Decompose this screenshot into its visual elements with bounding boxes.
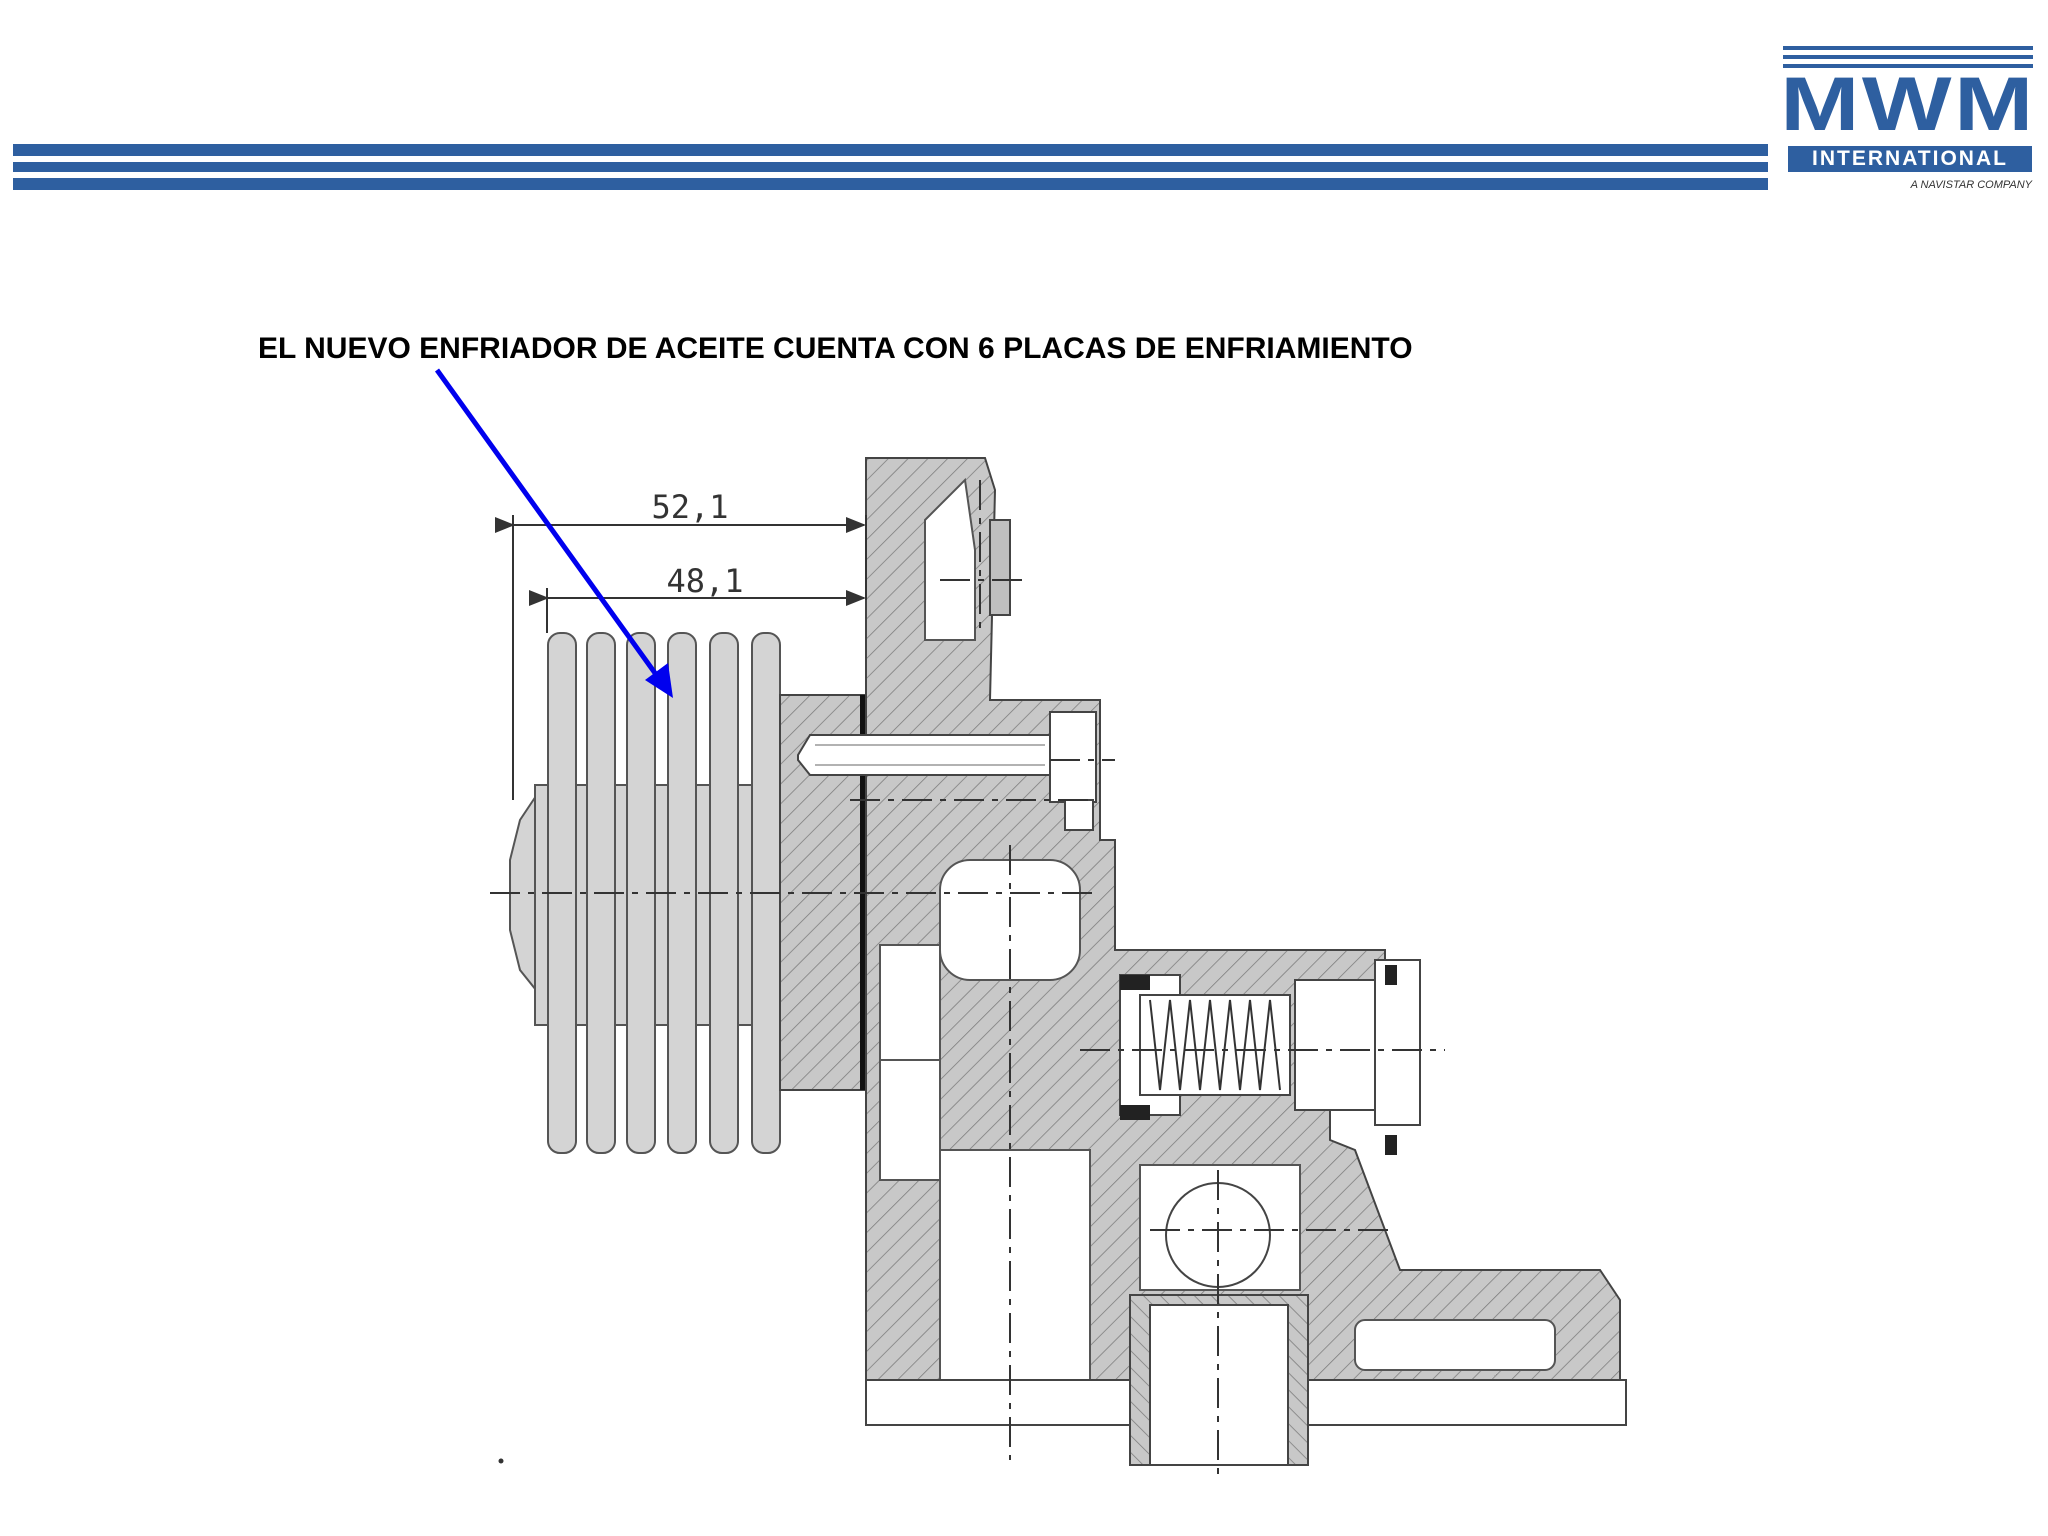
header-stripes xyxy=(13,144,1768,192)
logo-brand: MWM xyxy=(1780,62,2036,147)
relief-valve xyxy=(1119,959,1421,1155)
dimensions: 52,1 48,1 xyxy=(495,488,867,800)
dimension-inner-label: 48,1 xyxy=(666,562,743,600)
bolt xyxy=(797,711,1097,831)
center-lines xyxy=(490,480,1445,1480)
stray-mark xyxy=(498,1458,504,1464)
dimension-outer-label: 52,1 xyxy=(651,488,728,526)
mwm-logo: MWM INTERNATIONAL A NAVISTAR COMPANY xyxy=(1778,46,2038,196)
top-plug xyxy=(989,519,1011,616)
spring xyxy=(1149,999,1281,1091)
page-title: EL NUEVO ENFRIADOR DE ACEITE CUENTA CON … xyxy=(258,332,1413,365)
logo-tagline: A NAVISTAR COMPANY xyxy=(1910,179,2032,191)
pointer-arrow xyxy=(434,368,673,698)
logo-subbrand: INTERNATIONAL xyxy=(1788,146,2032,172)
